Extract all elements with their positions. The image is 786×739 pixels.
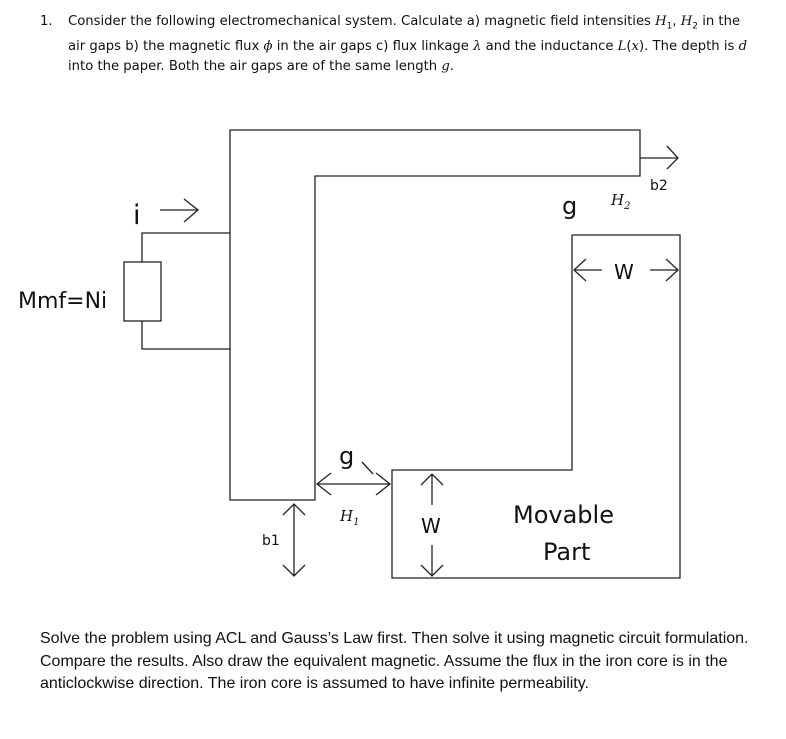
problem-segment: H [655, 14, 667, 29]
problem-segment: . [449, 58, 454, 74]
problem-segment: H [680, 14, 693, 29]
w-horizontal-arrow-icon [573, 258, 679, 282]
gap-label-top: g [562, 192, 577, 220]
h2-label: H2 [610, 191, 630, 212]
problem-text: Consider the following electromechanical… [68, 12, 758, 77]
movable-label-line1: Movable [513, 501, 614, 529]
problem-segment: λ [473, 38, 482, 54]
problem-segment: g [441, 58, 450, 74]
h1-label: H1 [339, 507, 359, 528]
coil-wire-top [141, 232, 230, 262]
iron-core-outline [229, 129, 641, 501]
b1-vertical-arrow-icon [282, 503, 306, 577]
problem-segment: ( [626, 38, 632, 54]
problem-segment: and the inductance [481, 38, 618, 54]
problem-segment: Consider the following electromechanical… [68, 14, 656, 29]
b1-label: b1 [262, 533, 280, 549]
current-label: i [133, 200, 141, 231]
b2-label: b2 [650, 178, 668, 194]
problem-segment: 2 [692, 21, 699, 32]
problem-segment: 1 [666, 21, 673, 32]
coil-wire-bottom [141, 321, 230, 350]
problem-segment: ) [639, 38, 645, 54]
problem-segment: in the air gaps c) flux linkage [272, 38, 474, 54]
problem-segment: in the air gaps b) the magnetic flux [68, 14, 741, 54]
problem-segment: d [738, 38, 748, 54]
mmf-label: Mmf=Ni [18, 289, 107, 314]
problem-segment: , [672, 14, 681, 29]
movable-part-outline [391, 234, 681, 579]
w-vertical-arrow-icon [420, 473, 444, 577]
problem-segment: ϕ [263, 38, 273, 54]
current-arrow-icon [160, 198, 200, 223]
problem-segment: into the paper. Both the air gaps are of… [68, 58, 442, 74]
gap-leader-line [361, 461, 374, 475]
mmf-source-box [123, 261, 162, 322]
problem-segment: . The depth is [644, 38, 739, 54]
movable-label-line2: Part [543, 538, 590, 566]
problem-segment: x [631, 38, 640, 54]
w-label-right: W [614, 260, 634, 284]
b2-arrow-icon [640, 145, 679, 170]
gap-double-arrow-icon [315, 472, 392, 496]
footer-instructions: Solve the problem using ACL and Gauss’s … [40, 630, 749, 692]
w-label-bottom: W [421, 514, 441, 538]
problem-number: 1. [40, 14, 53, 29]
gap-label-bottom: g [339, 442, 354, 470]
problem-segment: L [617, 38, 627, 54]
